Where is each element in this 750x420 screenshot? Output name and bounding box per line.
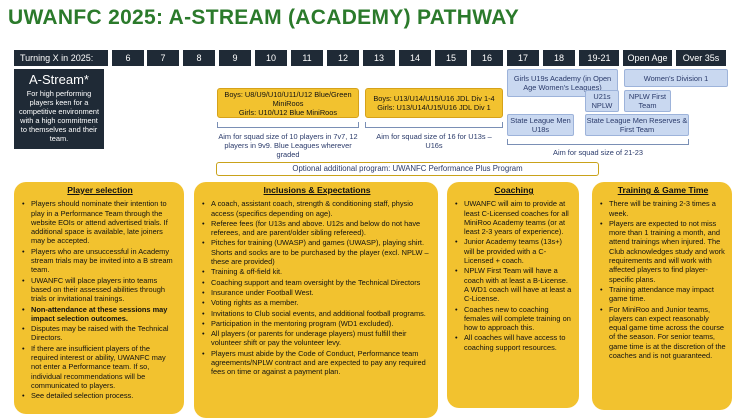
list-item: Disputes may be raised with the Technica…	[22, 324, 178, 343]
womens-division-1-box: Women's Division 1	[624, 69, 728, 87]
list-item: Insurance under Football West.	[202, 288, 432, 298]
junior-girls-text: Girls: U10/U12 Blue MiniRoos	[238, 107, 338, 117]
optional-program-banner: Optional additional program: UWANFC Perf…	[216, 162, 599, 176]
player-selection-title: Player selection	[67, 185, 133, 195]
list-item: Non-attendance at these sessions may imp…	[22, 305, 178, 324]
a-stream-title: A-Stream*	[29, 72, 89, 87]
womens-div1-text: Women's Division 1	[643, 73, 709, 83]
training-panel: Training & Game Time There will be train…	[592, 182, 732, 410]
list-item: For MiniRoo and Junior teams, players ca…	[600, 305, 726, 361]
nplw-first-text: NPLW First Team	[628, 92, 667, 110]
list-item: A coach, assistant coach, strength & con…	[202, 199, 432, 218]
state-league-u18-box: State League Men U18s	[507, 114, 574, 136]
player-selection-panel: Player selection Players should nominate…	[14, 182, 184, 414]
coaching-panel: Coaching UWANFC will aim to provide at l…	[447, 182, 579, 408]
a-stream-description: For high performing players keen for a c…	[18, 89, 100, 143]
junior-squad-note: Aim for squad size of 10 players in 7v7,…	[218, 132, 358, 159]
list-item: Voting rights as a member.	[202, 298, 432, 308]
page-title: UWANFC 2025: A-STREAM (ACADEMY) PATHWAY	[8, 6, 520, 29]
player-selection-list: Players should nominate their intention …	[22, 199, 178, 401]
age-cell-6: 6	[112, 50, 144, 66]
list-item: Training attendance may impact game time…	[600, 285, 726, 304]
list-item: UWANFC will place players into teams bas…	[22, 276, 178, 304]
age-cell-over-35s: Over 35s	[676, 50, 726, 66]
age-cell-15: 15	[435, 50, 467, 66]
age-cell-14: 14	[399, 50, 431, 66]
senior-squad-note: Aim for squad size of 21-23	[553, 148, 643, 157]
list-item: If there are insufficient players of the…	[22, 344, 178, 390]
age-cell-9: 9	[219, 50, 251, 66]
youth-bracket	[365, 122, 503, 128]
list-item: Coaches new to coaching females will com…	[455, 305, 573, 333]
u21-nplw-text: U21s NPLW	[591, 92, 613, 110]
age-cell-8: 8	[183, 50, 215, 66]
list-item: NPLW First Team will have a coach with a…	[455, 266, 573, 303]
list-item: There will be training 2-3 times a week.	[600, 199, 726, 218]
age-cell-19-21: 19-21	[579, 50, 619, 66]
nplw-first-team-box: NPLW First Team	[624, 90, 671, 112]
girls-u19-text: Girls U19s Academy (in Open Age Women's …	[513, 74, 612, 92]
state-men-u18-text: State League Men U18s	[510, 116, 571, 134]
youth-boys-text: Boys: U13/U14/U15/U16 JDL Div 1-4	[373, 94, 495, 103]
list-item: Invitations to Club social events, and a…	[202, 309, 432, 319]
list-item: Referee fees (for U13s and above. U12s a…	[202, 219, 432, 238]
youth-jdl-box: Boys: U13/U14/U15/U16 JDL Div 1-4 Girls:…	[365, 88, 503, 118]
list-item: All players (or parents for underage pla…	[202, 329, 432, 348]
state-league-reserves-box: State League Men Reserves & First Team	[585, 114, 689, 136]
junior-bracket	[217, 122, 359, 128]
a-stream-sidebar: A-Stream* For high performing players ke…	[14, 69, 104, 149]
list-item: All coaches will have access to coaching…	[455, 333, 573, 352]
training-list: There will be training 2-3 times a week.…	[600, 199, 726, 360]
age-cell-13: 13	[363, 50, 395, 66]
inclusions-list: A coach, assistant coach, strength & con…	[202, 199, 432, 376]
age-cell-18: 18	[543, 50, 575, 66]
age-cell-11: 11	[291, 50, 323, 66]
junior-miniroos-box: Boys: U8/U9/U10/U11/U12 Blue/Green MiniR…	[217, 88, 359, 118]
age-header-label: Turning X in 2025:	[14, 50, 108, 66]
youth-squad-note: Aim for squad size of 16 for U13s – U16s	[376, 132, 492, 150]
list-item: Junior Academy teams (13s+) will be prov…	[455, 237, 573, 265]
inclusions-title: Inclusions & Expectations	[263, 185, 371, 195]
state-men-reserves-text: State League Men Reserves & First Team	[586, 116, 688, 134]
girls-u19-academy-box: Girls U19s Academy (in Open Age Women's …	[507, 69, 618, 97]
list-item: See detailed selection process.	[22, 391, 178, 401]
coaching-list: UWANFC will aim to provide at least C-Li…	[455, 199, 573, 352]
age-cell-16: 16	[471, 50, 503, 66]
list-item: Players who are unsuccessful in Academy …	[22, 247, 178, 275]
list-item: Players are expected to not miss more th…	[600, 219, 726, 284]
list-item: Participation in the mentoring program (…	[202, 319, 432, 329]
age-cell-17: 17	[507, 50, 539, 66]
age-cell-7: 7	[147, 50, 179, 66]
senior-bracket	[507, 139, 689, 145]
age-cell-10: 10	[255, 50, 287, 66]
list-item: UWANFC will aim to provide at least C-Li…	[455, 199, 573, 236]
inclusions-panel: Inclusions & Expectations A coach, assis…	[194, 182, 438, 418]
age-cell-12: 12	[327, 50, 359, 66]
junior-boys-text: Boys: U8/U9/U10/U11/U12 Blue/Green MiniR…	[224, 89, 352, 108]
youth-girls-text: Girls: U13/U14/U15/U16 JDL Div 1	[377, 103, 491, 112]
age-cell-open-age: Open Age	[623, 50, 672, 66]
list-item: Coaching support and team oversight by t…	[202, 278, 432, 288]
list-item: Pitches for training (UWASP) and games (…	[202, 238, 432, 266]
coaching-title: Coaching	[494, 185, 534, 195]
list-item: Players should nominate their intention …	[22, 199, 178, 245]
list-item: Players must abide by the Code of Conduc…	[202, 349, 432, 377]
list-item: Training & off-field kit.	[202, 267, 432, 277]
u21-nplw-box: U21s NPLW	[585, 90, 619, 112]
training-title: Training & Game Time	[617, 185, 709, 195]
